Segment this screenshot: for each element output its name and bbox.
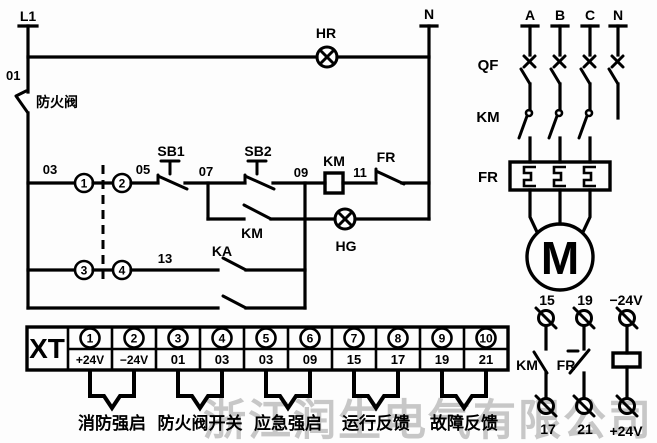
wire-19-label: 19 — [577, 292, 593, 308]
terminal-1-number: 1 — [81, 177, 88, 191]
terminal-17-icon — [534, 394, 558, 418]
phase-c-label: C — [585, 7, 595, 23]
sb2-label: SB2 — [244, 143, 271, 159]
wire-21-label: 21 — [577, 421, 593, 437]
group-label-damper-switch: 防火阀开关 — [158, 413, 243, 433]
xt-no-4: 4 — [219, 332, 226, 346]
ka-label: KA — [212, 243, 232, 259]
km-main-contacts-icon — [517, 108, 594, 164]
wire-03-label: 03 — [43, 162, 57, 177]
xt-wire-8: 17 — [391, 352, 405, 367]
power-circuit: A B C N — [476, 7, 628, 292]
phase-a-label: A — [525, 7, 535, 23]
hg-lamp-icon — [333, 207, 357, 231]
wire-09-label: 09 — [294, 165, 308, 180]
qf-label: QF — [478, 57, 499, 74]
hg-label: HG — [336, 238, 357, 254]
fr-overload-icon — [508, 160, 612, 192]
xt-no-1: 1 — [87, 332, 94, 346]
wire-01-label: 01 — [6, 68, 20, 83]
xt-wire-9: 19 — [435, 352, 449, 367]
xt-wire-1: +24V — [76, 353, 104, 367]
xt-terminal-numbers: 1 2 3 4 5 6 7 8 9 10 — [79, 327, 497, 349]
xt-no-3: 3 — [175, 332, 182, 346]
phase-b-label: B — [555, 7, 565, 23]
terminal-4-number: 4 — [119, 264, 126, 278]
xt-wire-5: 03 — [259, 352, 273, 367]
xt-terminal-block: XT 1 2 3 4 5 6 7 8 9 10 +24V −24V 01 03 … — [25, 325, 510, 433]
motor-label: M — [541, 232, 579, 284]
feedback-circuit: 15 19 −24V KM FR — [516, 292, 643, 439]
wire-plus24v-label: +24V — [609, 423, 643, 439]
ka-contact2-icon — [221, 294, 248, 310]
group-label-fire-start: 消防强启 — [78, 413, 146, 433]
fire-damper-switch-icon — [14, 89, 30, 115]
fr-contact-label: FR — [377, 149, 396, 165]
n-label: N — [424, 6, 434, 22]
fire-damper-label: 防火阀 — [36, 94, 78, 110]
xt-no-9: 9 — [439, 332, 446, 346]
wire-minus24v-label: −24V — [609, 292, 643, 308]
xt-no-8: 8 — [395, 332, 402, 346]
wire-17-label: 17 — [540, 421, 556, 437]
xt-no-10: 10 — [479, 332, 493, 346]
control-circuit: L1 01 防火阀 HR N 03 1 2 05 — [6, 6, 439, 310]
xt-no-5: 5 — [263, 332, 270, 346]
km-feedback-contact-icon — [532, 350, 549, 375]
sb1-label: SB1 — [157, 143, 184, 159]
sb1-pushbutton-icon — [156, 159, 189, 191]
l1-label: L1 — [20, 8, 37, 24]
qf-breaker-icon — [519, 24, 625, 120]
xt-no-6: 6 — [307, 332, 314, 346]
xt-wire-2: −24V — [120, 353, 148, 367]
km-aux-contact-icon — [242, 203, 273, 221]
km-coil-label: KM — [323, 153, 345, 169]
hr-lamp-icon — [315, 45, 339, 69]
wire-11-label: 11 — [353, 165, 367, 180]
sb2-pushbutton-icon — [243, 159, 276, 191]
phase-n-label: N — [613, 7, 623, 23]
xt-no-7: 7 — [351, 332, 358, 346]
xt-wire-7: 15 — [347, 352, 361, 367]
ka-contact-icon — [221, 256, 248, 272]
km-power-label: KM — [476, 109, 499, 126]
wire-15-label: 15 — [539, 292, 555, 308]
fr-power-label: FR — [478, 169, 498, 186]
fr-nc-contact-icon — [374, 167, 406, 186]
group-label-run-feedback: 运行反馈 — [342, 413, 410, 433]
terminal-3-number: 3 — [81, 264, 88, 278]
xt-wire-3: 01 — [171, 352, 185, 367]
hr-label: HR — [316, 25, 336, 41]
xt-wire-10: 21 — [479, 352, 493, 367]
xt-group-labels: 消防强启 防火阀开关 应急强启 运行反馈 故障反馈 — [78, 413, 498, 433]
xt-terminal-wires: +24V −24V 01 03 03 09 15 17 19 21 — [76, 352, 493, 367]
fr-feedback-contact-icon — [566, 348, 591, 375]
xt-no-2: 2 — [131, 332, 138, 346]
terminal-plus24v-icon — [615, 394, 639, 418]
terminal-21-icon — [572, 394, 596, 418]
xt-wire-6: 09 — [303, 352, 317, 367]
motor-icon — [525, 188, 595, 292]
wire-07-label: 07 — [199, 164, 213, 179]
group-label-fault-feedback: 故障反馈 — [430, 413, 498, 433]
ka-relay-coil-icon — [611, 351, 642, 369]
wire-05-label: 05 — [136, 162, 150, 177]
km-aux-label: KM — [241, 225, 263, 241]
xt-wire-4: 03 — [215, 352, 229, 367]
km-coil-icon — [323, 171, 345, 195]
km-feedback-label: KM — [516, 357, 538, 373]
xt-group-brackets — [88, 371, 488, 412]
terminal-2-number: 2 — [119, 177, 126, 191]
fr-feedback-label: FR — [557, 357, 576, 373]
group-label-emergency-start: 应急强启 — [254, 413, 322, 433]
wire-13-label: 13 — [158, 251, 172, 266]
xt-label: XT — [29, 333, 65, 364]
